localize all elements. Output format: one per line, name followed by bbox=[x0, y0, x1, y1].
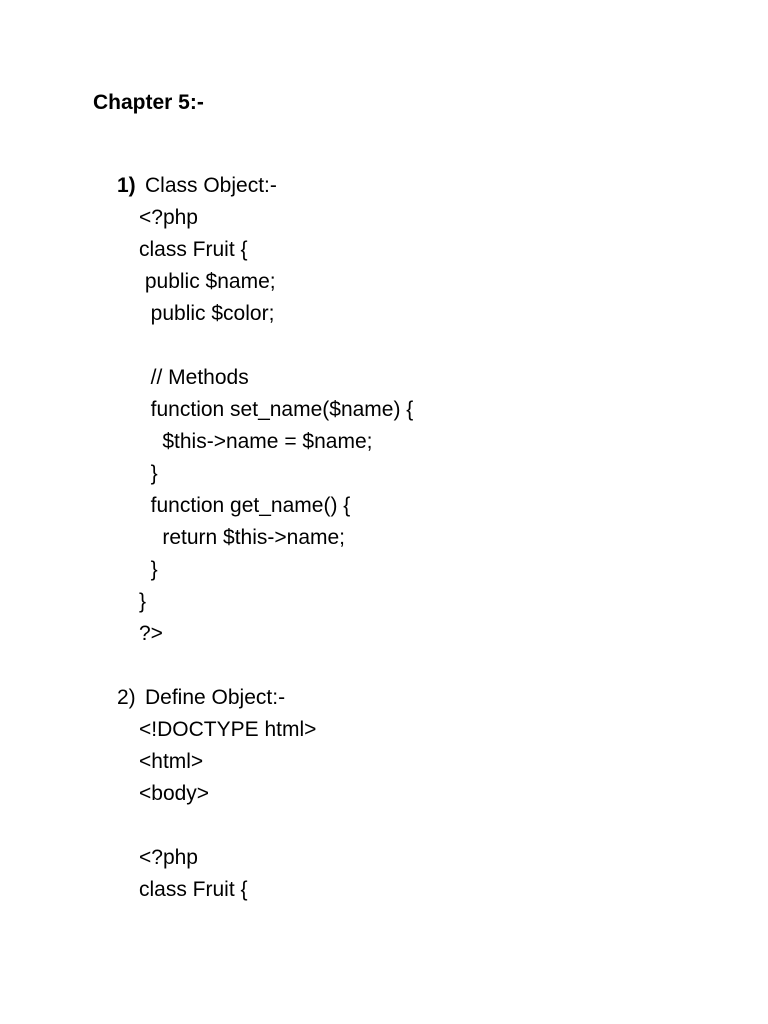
code-line: $this->name = $name; bbox=[139, 430, 373, 453]
code-line bbox=[139, 810, 316, 842]
code-line: <html> bbox=[139, 750, 204, 773]
code-line: class Fruit { bbox=[139, 238, 248, 261]
chapter-title: Chapter 5:- bbox=[93, 91, 204, 114]
section-number: 1) bbox=[117, 174, 136, 197]
code-line: // Methods bbox=[139, 366, 249, 389]
code-block-class-object: <?php class Fruit { public $name; public… bbox=[139, 202, 413, 650]
section-heading-text: Define Object:- bbox=[145, 686, 286, 709]
section-heading-define-object: 2) Define Object:- bbox=[117, 684, 285, 712]
code-line: ?> bbox=[139, 622, 163, 645]
section-heading-class-object: 1) Class Object:- bbox=[117, 172, 277, 200]
section-number: 2) bbox=[117, 686, 136, 709]
code-line: <?php bbox=[139, 206, 198, 229]
section-heading-text: Class Object:- bbox=[145, 174, 277, 197]
code-line: public $name; bbox=[139, 270, 276, 293]
code-line: } bbox=[139, 558, 158, 581]
code-line: <body> bbox=[139, 782, 210, 805]
code-line: return $this->name; bbox=[139, 526, 346, 549]
code-line bbox=[139, 330, 413, 362]
code-line: } bbox=[139, 462, 158, 485]
code-line: public $color; bbox=[139, 302, 275, 325]
code-line: <?php bbox=[139, 846, 198, 869]
code-line: function set_name($name) { bbox=[139, 398, 414, 421]
code-line: <!DOCTYPE html> bbox=[139, 718, 317, 741]
code-block-define-object: <!DOCTYPE html> <html> <body> <?php clas… bbox=[139, 714, 316, 906]
code-line: function get_name() { bbox=[139, 494, 351, 517]
code-line: class Fruit { bbox=[139, 878, 248, 901]
code-line: } bbox=[139, 590, 147, 613]
